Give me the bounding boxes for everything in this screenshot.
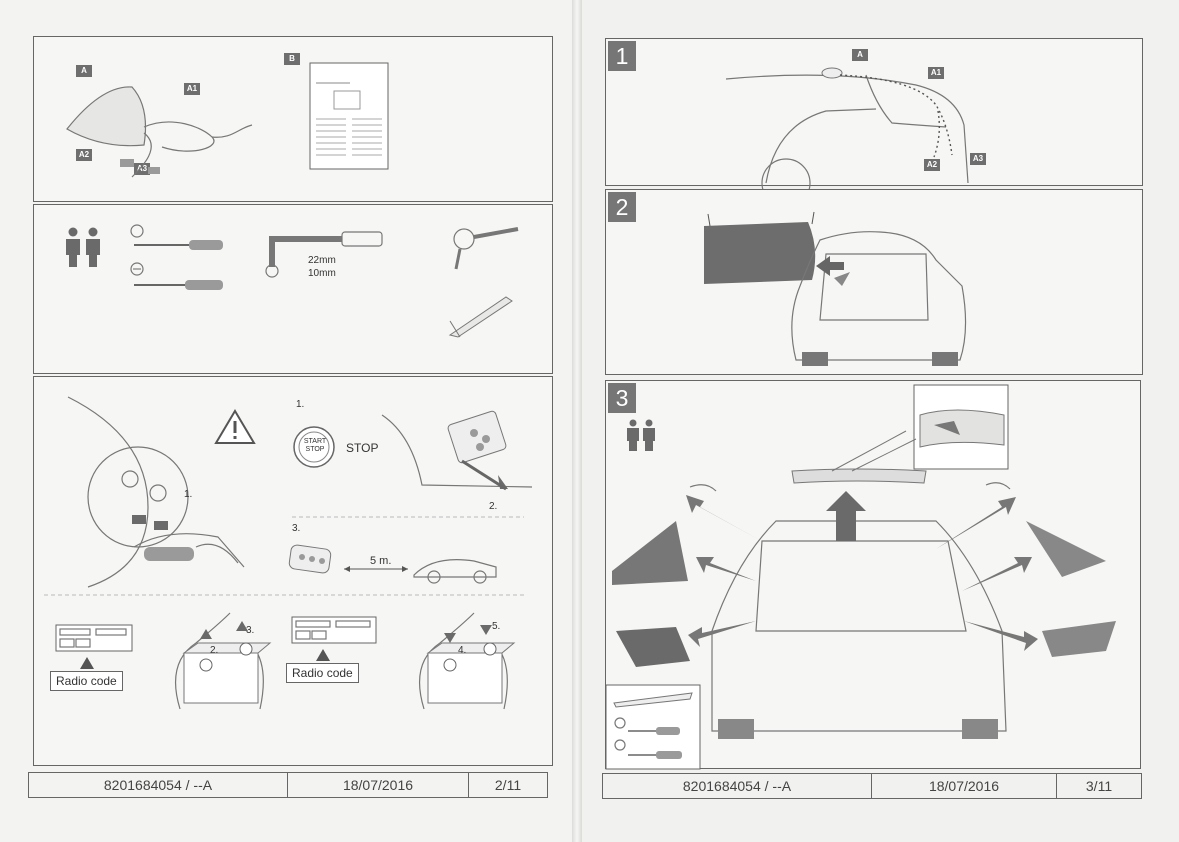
socket-size-10mm: 10mm xyxy=(308,268,336,279)
step1-label-a: A xyxy=(852,49,868,61)
radio-pointer-2 xyxy=(316,649,330,661)
radio-code-label-2: Radio code xyxy=(286,663,359,683)
battery-step5-label: 5. xyxy=(492,621,501,632)
page-spine xyxy=(572,0,582,842)
step1-number: 1 xyxy=(608,41,636,71)
radio-pointer-1 xyxy=(80,657,94,669)
parcel-shelf-removal-illustration xyxy=(704,211,967,366)
two-persons-icon xyxy=(66,227,100,267)
label-a1: A1 xyxy=(184,83,200,95)
radio-code-label-1: Radio code xyxy=(50,671,123,691)
label-a: A xyxy=(76,65,92,77)
step1-label-a1: A1 xyxy=(928,67,944,79)
warning-triangle-icon xyxy=(214,409,256,444)
trim-removal-tool-icon xyxy=(448,296,513,338)
shark-fin-antenna-icon xyxy=(66,86,253,178)
step2-number: 2 xyxy=(608,192,636,222)
right-page-footer: 8201684054 / --A 18/07/2016 3/11 xyxy=(602,773,1142,799)
distance-label: 5 m. xyxy=(370,555,392,567)
step1-ignition-arrow-label: 1. xyxy=(184,489,193,500)
required-tools-inset xyxy=(605,684,701,770)
flat-screwdriver-icon xyxy=(130,262,223,290)
socket-wrench-icon xyxy=(265,231,383,278)
key-card-slot-illustration xyxy=(381,410,533,491)
step3-number: 3 xyxy=(608,383,636,413)
torx-screwdriver-icon xyxy=(130,224,223,250)
step3-panel: 3 xyxy=(605,380,1141,770)
step2-panel: 2 xyxy=(605,189,1143,375)
two-persons-icon-step3 xyxy=(627,419,655,451)
preparation-panel: 1. 1. START STOP STOP 2. 3. 5 m. Rad xyxy=(33,376,553,766)
instruction-leaflet-icon xyxy=(309,62,389,170)
battery-step2-label: 2. xyxy=(210,645,219,656)
step3-label: 3. xyxy=(292,523,301,534)
battery-reconnect-illustration xyxy=(418,612,516,710)
right-footer-page: 3/11 xyxy=(1085,778,1113,794)
socket-size-22mm: 22mm xyxy=(308,255,336,266)
left-footer-ref: 8201684054 / --A xyxy=(29,773,288,797)
battery-step4-label: 4. xyxy=(458,645,467,656)
left-footer-page: 2/11 xyxy=(494,777,522,793)
left-footer-date: 18/07/2016 xyxy=(288,773,469,797)
start-stop-button-text: START STOP xyxy=(303,438,327,453)
right-footer-ref: 8201684054 / --A xyxy=(603,774,872,798)
battery-step3-label: 3. xyxy=(246,625,255,636)
tools-panel: 22mm 10mm xyxy=(33,204,553,374)
torque-wrench-icon xyxy=(453,227,519,270)
right-footer-date: 18/07/2016 xyxy=(872,774,1057,798)
step1-label-a3: A3 xyxy=(970,153,986,165)
step1-label: 1. xyxy=(296,399,305,410)
radio-unit-icon-2 xyxy=(291,616,377,644)
battery-disconnect-illustration xyxy=(174,612,272,710)
start-stop-button-icon xyxy=(293,426,335,468)
left-page-footer: 8201684054 / --A 18/07/2016 2/11 xyxy=(28,772,548,798)
stop-text: STOP xyxy=(346,441,379,455)
divider-lines xyxy=(44,516,524,596)
radio-unit-icon-1 xyxy=(55,624,133,652)
clip-detail-inset xyxy=(913,384,1009,470)
step1-label-a2: A2 xyxy=(924,159,940,171)
kit-contents-panel: A A1 A2 A3 B xyxy=(33,36,553,202)
step1-panel: 1 A A1 A2 A3 xyxy=(605,38,1143,208)
label-a3: A3 xyxy=(134,163,150,175)
key-card-distance-illustration xyxy=(288,544,497,584)
label-a2: A2 xyxy=(76,149,92,161)
trim-removal-illustration xyxy=(612,430,1116,739)
step2-arrow-label: 2. xyxy=(489,501,498,512)
steering-wheel-ignition-illustration xyxy=(67,396,245,588)
label-b: B xyxy=(284,53,300,65)
roof-antenna-car-illustration xyxy=(725,67,969,208)
